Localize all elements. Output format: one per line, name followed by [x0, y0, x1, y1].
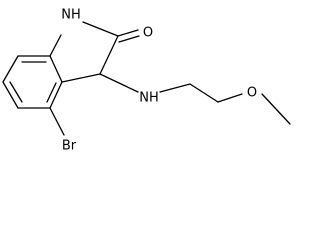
bond-c2-c3 [99, 35, 119, 75]
bond-c7-c6 [2, 55, 19, 83]
bond-ch2-ch2 [189, 83, 219, 103]
methoxy-oxygen-label: O [247, 86, 257, 101]
bond-c2-o-2 [118, 35, 140, 43]
bond-c4-br [49, 107, 65, 136]
ring-nh-label: NH [61, 8, 81, 23]
carbonyl-oxygen-label: O [143, 26, 153, 41]
bond-c3-nh [99, 73, 139, 93]
benzene-ring [2, 55, 63, 109]
bond-c3-c3a [61, 73, 101, 83]
double-bond-c6-c5 [9, 81, 23, 103]
carbonyl-group [117, 29, 140, 43]
bond-n1-c2 [82, 21, 119, 37]
bromine-label: Br [62, 139, 77, 154]
amine-nh-label: NH [139, 91, 159, 106]
double-bond-c4-c3a [46, 82, 57, 103]
bond-ch2-o [217, 93, 243, 103]
bond-c6-c5 [2, 81, 19, 109]
bond-c4-c3a [49, 81, 63, 109]
atom-labels: NH O NH O Br [61, 8, 257, 154]
bond-c3a-c7a [49, 55, 63, 83]
bond-c7a-n1 [49, 34, 62, 57]
chemical-structure-diagram: NH O NH O Br [2, 8, 291, 154]
bond-o-ch3 [261, 93, 291, 125]
bond-nh-ch2 [159, 83, 191, 93]
methoxyethylamino-chain [99, 73, 291, 125]
lactam-ring [49, 21, 119, 83]
bond-c2-o-1 [117, 29, 139, 37]
